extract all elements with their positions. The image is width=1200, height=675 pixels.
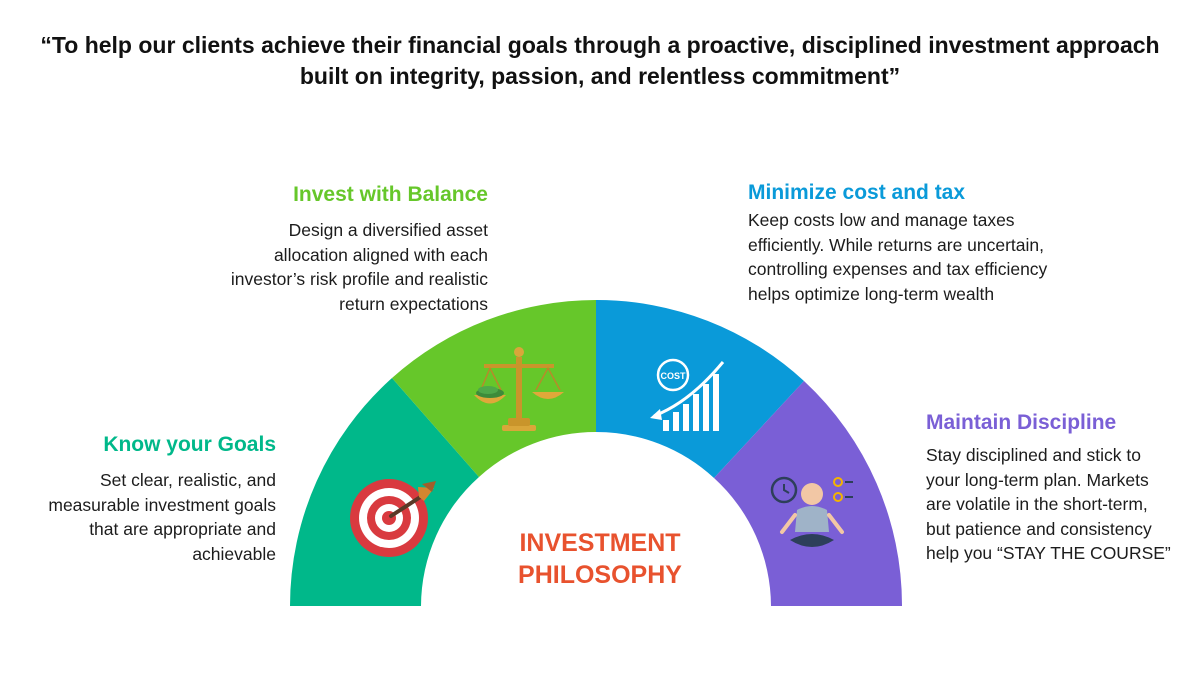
- center-label-line1: INVESTMENT: [519, 529, 681, 557]
- center-disc: [462, 472, 730, 606]
- center-label: INVESTMENT PHILOSOPHY: [465, 527, 735, 591]
- cost-icon-label: COST: [660, 371, 686, 381]
- pillar-title-cost: Minimize cost and tax: [748, 181, 966, 204]
- pillar-title-balance: Invest with Balance: [293, 183, 488, 206]
- pillar-text-goals: Set clear, realistic, and measurable inv…: [48, 470, 276, 564]
- mission-quote: “To help our clients achieve their finan…: [40, 32, 1160, 89]
- segment-minimize-cost: [596, 299, 804, 478]
- pillar-text-cost: Keep costs low and manage taxes efficien…: [748, 210, 1048, 304]
- cost-chart-icon: COST: [650, 358, 725, 431]
- pillar-title-discipline: Maintain Discipline: [926, 411, 1117, 434]
- pillar-title-goals: Know your Goals: [103, 433, 276, 456]
- target-icon: [350, 479, 436, 557]
- balance-scale-icon: [474, 347, 564, 431]
- pillar-text-balance: Design a diversified asset allocation al…: [230, 220, 488, 314]
- pillar-text-discipline: Stay disciplined and stick to your long-…: [926, 445, 1171, 563]
- center-label-line2: PHILOSOPHY: [518, 561, 682, 589]
- meditation-icon: [770, 476, 853, 547]
